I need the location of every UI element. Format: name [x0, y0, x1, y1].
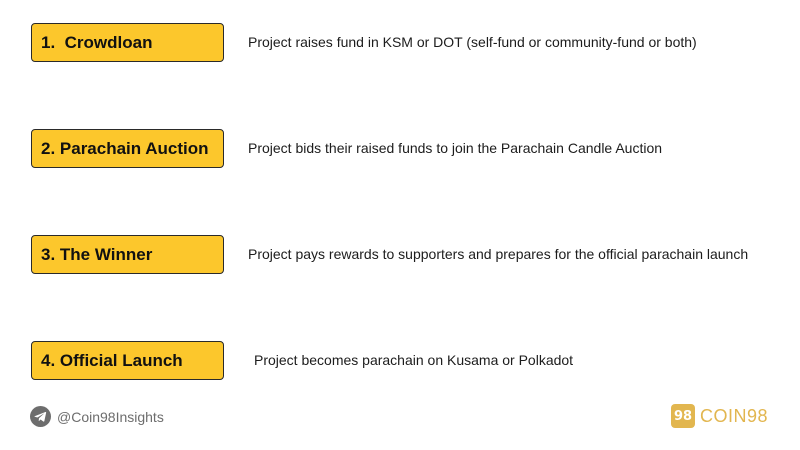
social-handle: @Coin98Insights [30, 406, 164, 427]
stage-description-crowdloan: Project raises fund in KSM or DOT (self-… [248, 34, 697, 50]
brand-name: COIN98 [700, 405, 769, 426]
brand-logo: 98 COIN98 [671, 404, 768, 428]
stage-description-parachain-auction: Project bids their raised funds to join … [248, 140, 663, 156]
stage-label-official-launch: 4. Official Launch [31, 341, 224, 380]
stage-label-crowdloan: 1. Crowdloan [31, 23, 224, 62]
stage-label-the-winner: 3. The Winner [31, 235, 224, 274]
coin98-logo-mark: 98 [671, 404, 695, 428]
stage-description-the-winner: Project pays rewards to supporters and p… [248, 246, 749, 262]
stage-label-parachain-auction: 2. Parachain Auction [31, 129, 224, 168]
social-handle-text: @Coin98Insights [57, 408, 164, 425]
stage-description-official-launch: Project becomes parachain on Kusama or P… [254, 352, 574, 368]
telegram-icon [30, 406, 51, 427]
